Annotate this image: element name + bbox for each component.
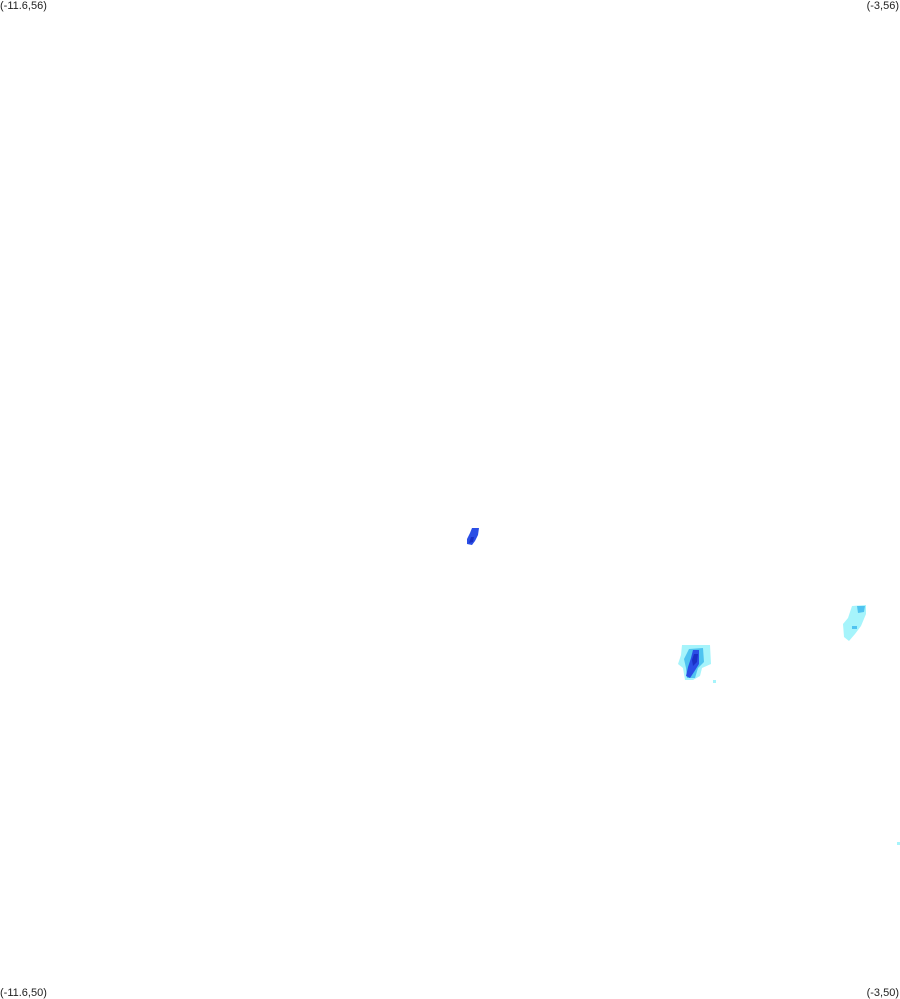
precip-cell-east-medium-dot [852,626,857,629]
precip-cell-east-light [843,605,866,641]
corner-label-bottom-left: (-11.6,50) [0,987,47,999]
precip-cell-central-strong [467,528,479,545]
precip-speck-south [713,680,716,683]
precip-cell-south [678,645,716,683]
precip-cell-central [467,528,479,545]
corner-label-top-right: (-3,56) [866,0,899,12]
precip-cell-east-medium-top [857,606,865,613]
corner-label-top-left: (-11.6,56) [0,0,47,12]
precip-cell-south-core [692,654,698,666]
precip-cell-east [843,605,866,641]
corner-label-bottom-right: (-3,50) [866,987,899,999]
precip-speck-east-edge [897,842,900,845]
precip-cell-central-core [469,537,474,543]
